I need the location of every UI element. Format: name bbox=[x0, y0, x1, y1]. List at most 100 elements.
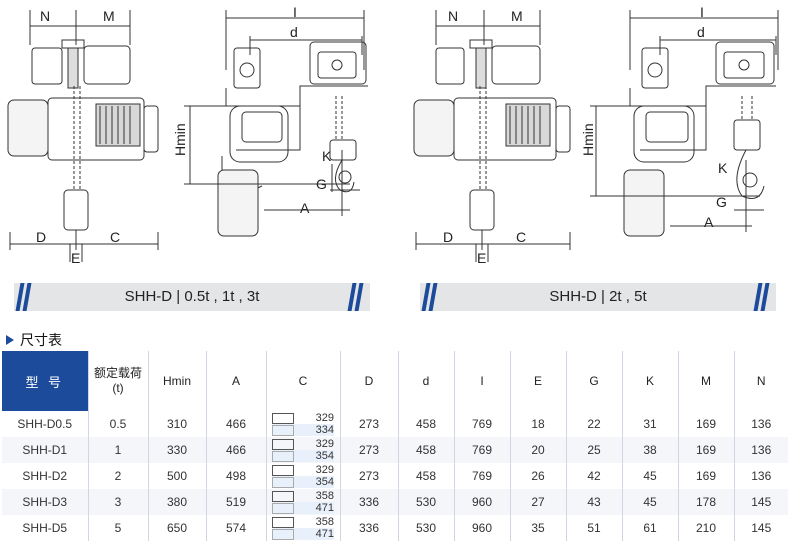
dim-label-m: M bbox=[103, 8, 115, 24]
cell-d-small: 530 bbox=[397, 489, 454, 515]
cell-d-small: 458 bbox=[397, 411, 454, 437]
dimension-table: 型 号 额定载荷(t) Hmin A C D d I E G K M N SHH… bbox=[2, 351, 788, 541]
dim-label-d-small-2: d bbox=[697, 24, 705, 40]
cell-i: 960 bbox=[453, 515, 510, 541]
cell-k: 61 bbox=[621, 515, 678, 541]
cell-i: 960 bbox=[453, 489, 510, 515]
triangle-icon bbox=[6, 335, 14, 345]
header-e: E bbox=[509, 351, 566, 411]
cell-c: 358 471 bbox=[265, 515, 340, 541]
cell-a: 466 bbox=[205, 437, 266, 463]
cell-load: 1 bbox=[87, 437, 148, 463]
banner-right-text: SHH-D | 2t , 5t bbox=[549, 288, 647, 305]
cell-d-small: 458 bbox=[397, 437, 454, 463]
cell-d: 336 bbox=[339, 515, 398, 541]
cell-k: 31 bbox=[621, 411, 678, 437]
cell-c-value-1: 329 bbox=[315, 412, 334, 424]
banner-left: SHH-D | 0.5t , 1t , 3t bbox=[14, 283, 370, 311]
cell-a: 519 bbox=[205, 489, 266, 515]
cell-k: 38 bbox=[621, 437, 678, 463]
cell-m: 169 bbox=[677, 463, 734, 489]
c-tag-icon bbox=[272, 464, 294, 476]
dim-label-k: K bbox=[322, 148, 332, 164]
header-m: M bbox=[677, 351, 734, 411]
dim-label-i-2: I bbox=[700, 4, 704, 20]
dim-label-e-2: E bbox=[477, 250, 487, 266]
cell-load: 0.5 bbox=[87, 411, 148, 437]
c-tag-icon bbox=[272, 476, 294, 488]
cell-g: 25 bbox=[565, 437, 622, 463]
cell-c-value-2: 334 bbox=[315, 424, 334, 436]
technical-drawings: N M I d Hmin K G A D C E N M I d Hmin K … bbox=[0, 0, 790, 270]
dim-label-c-2: C bbox=[516, 229, 527, 245]
cell-c: 329 334 bbox=[265, 411, 340, 437]
drawing-side-view-1 bbox=[184, 10, 368, 237]
cell-e: 26 bbox=[509, 463, 566, 489]
dim-label-d-2: D bbox=[443, 229, 454, 245]
dim-label-g: G bbox=[316, 176, 327, 192]
cell-n: 136 bbox=[733, 437, 788, 463]
cell-hmin: 500 bbox=[147, 463, 206, 489]
dim-label-d-small: d bbox=[290, 24, 298, 40]
table-row: SHH-D5 5 650 574 358 471 336 530 960 35 … bbox=[2, 515, 788, 541]
dim-label-g-2: G bbox=[716, 194, 727, 210]
cell-model: SHH-D2 bbox=[22, 469, 68, 483]
dim-label-a-2: A bbox=[704, 214, 714, 230]
cell-hmin: 310 bbox=[147, 411, 206, 437]
cell-e: 35 bbox=[509, 515, 566, 541]
cell-a: 466 bbox=[205, 411, 266, 437]
cell-i: 769 bbox=[453, 463, 510, 489]
cell-c-value-1: 329 bbox=[315, 438, 334, 450]
cell-m: 210 bbox=[677, 515, 734, 541]
c-tag-icon bbox=[272, 450, 294, 462]
c-tag-icon bbox=[272, 438, 294, 450]
header-i: I bbox=[453, 351, 510, 411]
header-n: N bbox=[733, 351, 788, 411]
cell-c-value-2: 354 bbox=[315, 476, 334, 488]
header-d: D bbox=[339, 351, 398, 411]
cell-load: 5 bbox=[87, 515, 148, 541]
cell-g: 51 bbox=[565, 515, 622, 541]
dim-label-a: A bbox=[300, 200, 310, 216]
cell-c-value-1: 358 bbox=[315, 490, 334, 502]
cell-model: SHH-D0.5 bbox=[17, 417, 73, 431]
cell-load: 2 bbox=[87, 463, 148, 489]
cell-c-value-2: 471 bbox=[315, 528, 334, 540]
dim-label-c: C bbox=[110, 229, 121, 245]
header-k: K bbox=[621, 351, 678, 411]
drawing-side-view-2 bbox=[590, 10, 779, 237]
cell-load: 3 bbox=[87, 489, 148, 515]
cell-model: SHH-D1 bbox=[2, 437, 88, 463]
c-tag-icon bbox=[272, 490, 294, 502]
cell-c: 329 354 bbox=[265, 463, 340, 489]
table-row: SHH-D0.5 0.5 310 466 329 334 273 458 769… bbox=[2, 411, 788, 437]
cell-d: 273 bbox=[339, 437, 398, 463]
header-c: C bbox=[265, 351, 340, 411]
cell-i: 769 bbox=[453, 437, 510, 463]
dim-label-n: N bbox=[40, 8, 51, 24]
banner-right: SHH-D | 2t , 5t bbox=[420, 283, 776, 311]
cell-c: 358 471 bbox=[265, 489, 340, 515]
dim-label-m-2: M bbox=[511, 8, 523, 24]
cell-g: 42 bbox=[565, 463, 622, 489]
dim-label-i: I bbox=[293, 4, 297, 20]
cell-model: SHH-D3 bbox=[2, 489, 88, 515]
cell-c: 329 354 bbox=[265, 437, 340, 463]
cell-a: 574 bbox=[205, 515, 266, 541]
section-title-text: 尺寸表 bbox=[20, 332, 62, 348]
cell-m: 178 bbox=[677, 489, 734, 515]
dim-label-hmin-2: Hmin bbox=[580, 123, 596, 156]
cell-g: 22 bbox=[565, 411, 622, 437]
table-row: SHH-D1 1 330 466 329 354 273 458 769 20 … bbox=[2, 437, 788, 463]
header-hmin: Hmin bbox=[147, 351, 206, 411]
header-g: G bbox=[565, 351, 622, 411]
cell-d: 273 bbox=[339, 411, 398, 437]
header-load: 额定载荷(t) bbox=[87, 351, 148, 411]
cell-i: 769 bbox=[453, 411, 510, 437]
cell-d-small: 458 bbox=[397, 463, 454, 489]
header-a: A bbox=[205, 351, 266, 411]
cell-k: 45 bbox=[621, 463, 678, 489]
cell-e: 20 bbox=[509, 437, 566, 463]
dim-label-n-2: N bbox=[448, 8, 459, 24]
c-tag-icon bbox=[272, 502, 294, 514]
